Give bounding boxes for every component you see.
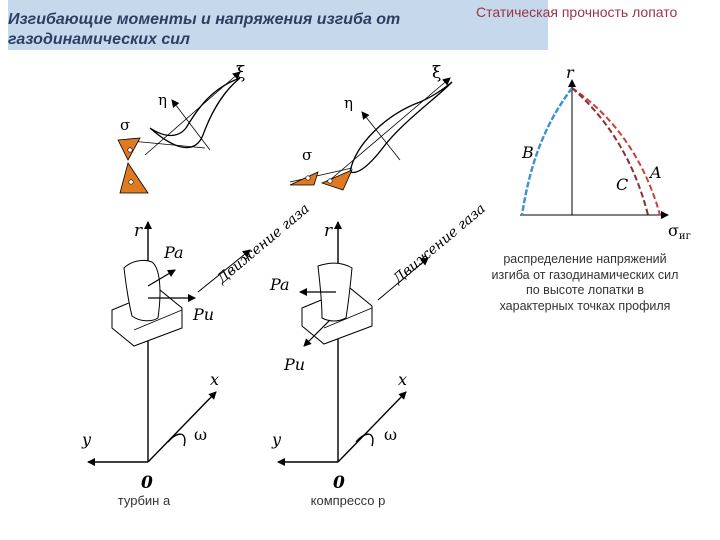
compressor-omega-label: ω xyxy=(384,425,397,444)
turbine-blade-section xyxy=(149,77,241,149)
stress-distribution-chart: r B A C σиг xyxy=(520,63,691,242)
turbine-r-label: r xyxy=(134,221,143,241)
turbine-eta-label: η xyxy=(158,91,167,109)
stress-sigma-label: σиг xyxy=(668,221,691,242)
compressor-sigma-line xyxy=(289,167,353,183)
curve-a xyxy=(571,87,661,216)
section-header: Статическая прочность лопато xyxy=(476,4,678,20)
turbine-xi-axis xyxy=(144,71,241,156)
turbine-pu-label: Pu xyxy=(192,305,214,324)
turbine-label: турбин а xyxy=(117,493,171,508)
turbine-y-label: y xyxy=(81,430,92,449)
compressor-gas-label: Движение газа xyxy=(390,201,489,288)
turbine-origin-label: 0 xyxy=(141,473,153,493)
compressor-pu-label: Pu xyxy=(283,355,305,374)
turbine-pa-label: Pa xyxy=(163,243,184,262)
turbine-x-label: x xyxy=(210,370,219,389)
curve-b-label: B xyxy=(521,143,534,162)
turbine-point-top xyxy=(127,147,133,153)
turbine-eta-axis xyxy=(171,99,211,151)
compressor-origin-label: 0 xyxy=(333,473,345,493)
stress-r-label: r xyxy=(566,63,575,82)
curve-a-label: A xyxy=(648,163,662,182)
compressor-point-right xyxy=(327,178,333,184)
curve-b xyxy=(520,87,573,216)
turbine-pa-arrow xyxy=(147,269,176,287)
curve-c xyxy=(571,87,649,216)
compressor-profile: ξ η σ xyxy=(289,63,453,191)
stress-sigma-symbol: σ xyxy=(668,221,679,240)
compressor-point-left xyxy=(305,175,311,181)
turbine-airfoil xyxy=(123,259,161,322)
turbine-gas-label: Движение газа xyxy=(214,201,313,288)
stress-sigma-subscript: иг xyxy=(679,231,691,242)
compressor-pa-label: Pa xyxy=(269,275,290,294)
curve-c-label: C xyxy=(616,175,628,194)
turbine-profile: ξ η σ xyxy=(117,63,245,194)
compressor-xi-label: ξ xyxy=(432,63,441,83)
compressor-stress-triangle-left xyxy=(289,171,319,186)
compressor-blade-section xyxy=(349,81,453,174)
compressor-stress-triangle-right xyxy=(320,169,353,191)
turbine-omega-arc xyxy=(167,433,186,447)
compressor-sigma-label: σ xyxy=(302,146,312,164)
turbine-xi-label: ξ xyxy=(236,63,245,83)
compressor-pu-arrow xyxy=(303,319,331,347)
compressor-y-label: y xyxy=(271,430,282,449)
title-bar xyxy=(8,0,548,50)
compressor-r-label: r xyxy=(324,221,333,241)
compressor-xi-axis xyxy=(329,77,451,181)
compressor-x-label: x xyxy=(398,370,407,389)
turbine-sigma-label: σ xyxy=(120,116,130,134)
compressor-platform-edge xyxy=(323,307,373,329)
stress-caption: распределение напряжений изгиба от газод… xyxy=(491,252,679,313)
compressor-blade-diagram: r Pa Pu Движение газа x y ω 0 xyxy=(269,201,489,493)
turbine-x-axis xyxy=(147,391,217,463)
compressor-eta-label: η xyxy=(344,94,353,112)
compressor-label: компрессо р xyxy=(310,493,386,508)
turbine-omega-label: ω xyxy=(194,425,207,444)
turbine-point-bottom xyxy=(128,179,134,185)
turbine-gas-arrow xyxy=(197,249,251,293)
turbine-stress-triangle-bottom xyxy=(119,162,149,194)
slide-title: Изгибающие моменты и напряжения изгиба о… xyxy=(8,11,401,48)
compressor-eta-axis xyxy=(361,111,401,161)
compressor-x-axis xyxy=(337,391,407,463)
turbine-blade-diagram: r Pa Pu Движение газа x y ω 0 xyxy=(81,201,313,493)
compressor-gas-arrow xyxy=(377,257,429,301)
turbine-platform-edge xyxy=(133,309,183,331)
compressor-omega-arc xyxy=(355,433,374,447)
